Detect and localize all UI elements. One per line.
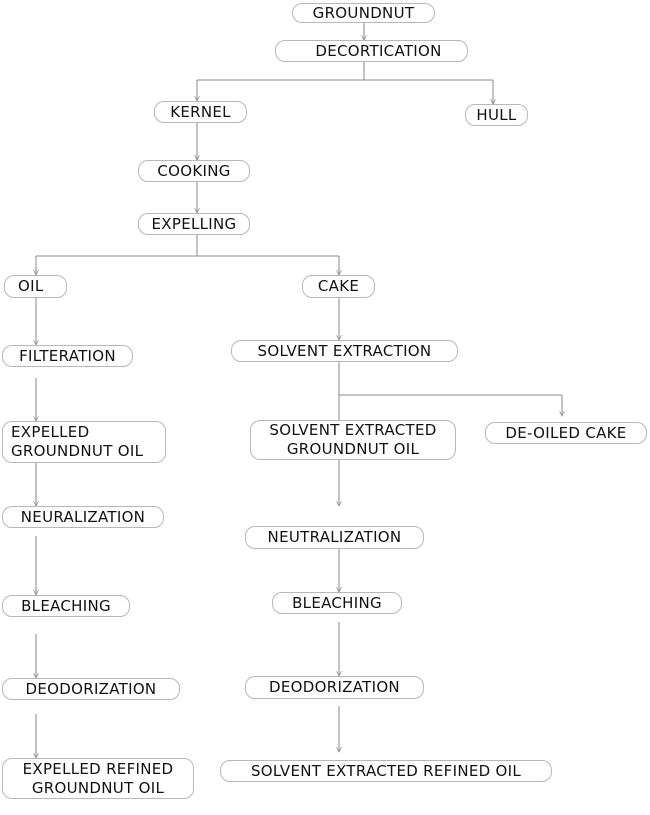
node-neutralization: NEUTRALIZATION — [245, 526, 424, 549]
node-oil: OIL — [4, 275, 67, 298]
node-kernel: KERNEL — [154, 101, 247, 123]
node-deodorization-right: DEODORIZATION — [245, 676, 424, 699]
node-hull: HULL — [465, 104, 528, 126]
node-solvent-extracted-refined-oil: SOLVENT EXTRACTED REFINED OIL — [220, 760, 552, 782]
node-expelled-refined-groundnut-oil: EXPELLED REFINED GROUNDNUT OIL — [2, 758, 194, 799]
node-filteration: FILTERATION — [2, 345, 133, 367]
node-expelling: EXPELLING — [138, 213, 250, 235]
node-bleaching-right: BLEACHING — [272, 592, 402, 614]
node-solvent-extraction: SOLVENT EXTRACTION — [231, 340, 458, 362]
node-decortication: DECORTICATION — [275, 40, 468, 62]
node-cake: CAKE — [302, 275, 375, 298]
node-deodorization-left: DEODORIZATION — [2, 678, 180, 700]
node-neuralization: NEURALIZATION — [2, 506, 164, 528]
node-expelled-groundnut-oil: EXPELLED GROUNDNUT OIL — [2, 421, 166, 463]
node-bleaching-left: BLEACHING — [2, 595, 130, 617]
node-groundnut: GROUNDNUT — [292, 3, 435, 23]
node-solvent-extracted-groundnut-oil: SOLVENT EXTRACTED GROUNDNUT OIL — [250, 420, 456, 460]
node-cooking: COOKING — [138, 160, 250, 182]
node-de-oiled-cake: DE-OILED CAKE — [485, 422, 647, 444]
